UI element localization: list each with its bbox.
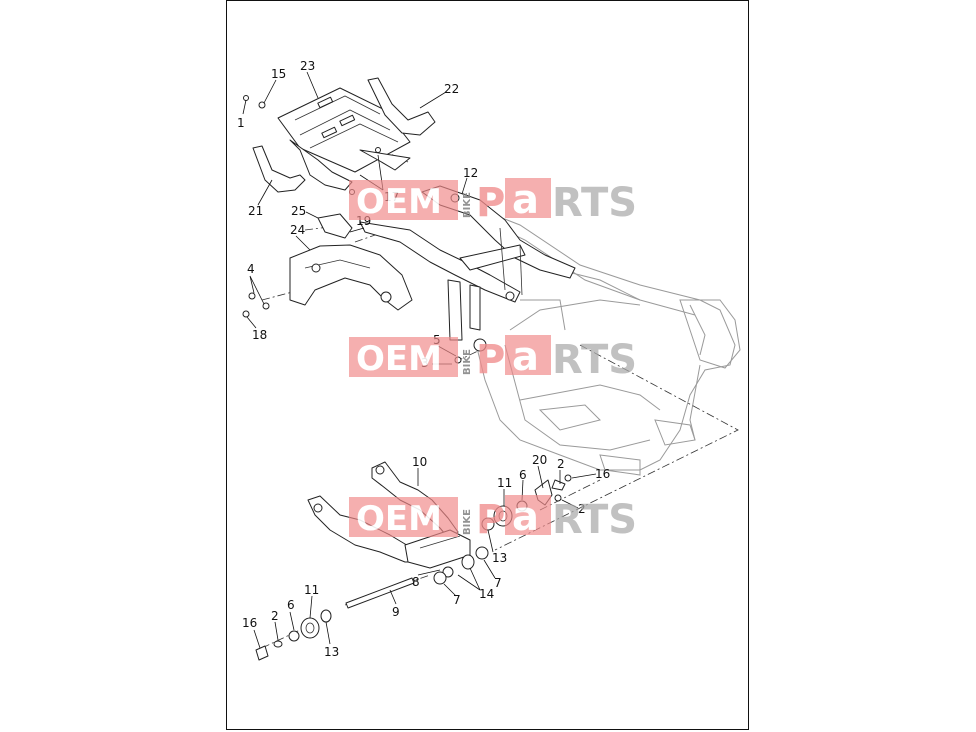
callout-11-right: 11: [497, 476, 512, 490]
callout-13-left: 13: [324, 645, 339, 659]
callout-24: 24: [290, 223, 305, 237]
callout-11-left: 11: [304, 583, 319, 597]
watermark-rts-text: RTS: [552, 180, 637, 226]
side-rail-covers: [252, 77, 436, 193]
watermark-p-text: P: [476, 337, 505, 383]
watermark-p-text: P: [476, 497, 505, 543]
callout-7-right: 7: [494, 576, 502, 590]
callout-2-right-bottom: 2: [578, 502, 586, 516]
watermark-rts-text: RTS: [552, 497, 637, 543]
callout-16-right: 16: [595, 467, 610, 481]
watermark-a-text: a: [512, 494, 539, 540]
watermark-a-text: a: [512, 177, 539, 223]
callout-21: 21: [248, 204, 263, 218]
callout-16-left: 16: [242, 616, 257, 630]
watermark-bottom: OEM BIKE P a RTS: [349, 494, 637, 543]
callout-2-left: 2: [271, 609, 279, 623]
callout-2-right-top: 2: [557, 457, 565, 471]
callout-15: 15: [271, 67, 286, 81]
watermark-oem-text: OEM: [356, 339, 442, 379]
frame-rail-assembly: [359, 185, 576, 352]
callout-10: 10: [412, 455, 427, 469]
callout-18: 18: [252, 328, 267, 342]
callout-6-left: 6: [287, 598, 295, 612]
callout-14: 14: [479, 587, 494, 601]
watermark-middle: OEM BIKE P a RTS: [349, 334, 637, 383]
callout-25: 25: [291, 204, 306, 218]
watermark-top: OEM BIKE P a RTS: [349, 177, 637, 226]
watermark-bike-text: BIKE: [462, 509, 473, 535]
callout-23: 23: [300, 59, 315, 73]
callout-20: 20: [532, 453, 547, 467]
callout-22: 22: [444, 82, 459, 96]
pivot-bearings-left: [255, 609, 332, 661]
watermark-a-text: a: [512, 334, 539, 380]
callout-1: 1: [237, 116, 245, 130]
watermark-bike-text: BIKE: [462, 349, 473, 375]
callout-12: 12: [463, 166, 478, 180]
motorcycle-frame-ghost: [429, 189, 741, 476]
callout-7-left: 7: [453, 593, 461, 607]
callout-6-right: 6: [519, 468, 527, 482]
watermark-rts-text: RTS: [552, 337, 637, 383]
callout-9: 9: [392, 605, 400, 619]
callout-8: 8: [412, 575, 420, 589]
watermark-oem-text: OEM: [356, 499, 442, 539]
watermark-bike-text: BIKE: [462, 192, 473, 218]
watermark-oem-text: OEM: [356, 182, 442, 222]
callout-4: 4: [247, 262, 255, 276]
pivot-shaft: [345, 577, 415, 609]
fender-support: [289, 213, 413, 311]
watermark-p-text: P: [476, 180, 505, 226]
callout-13-right: 13: [492, 551, 507, 565]
